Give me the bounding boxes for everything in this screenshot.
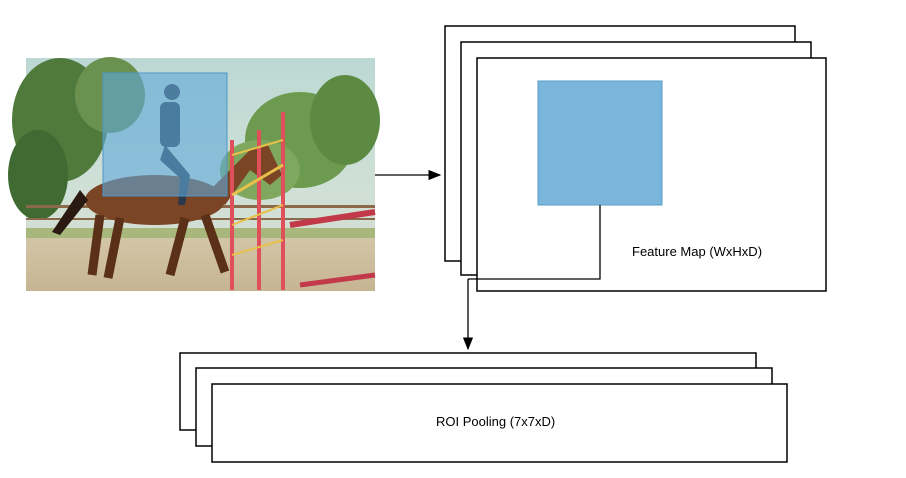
roi-pooling-layer [211,383,788,463]
feature-map-stack [444,25,827,292]
roi-pooling-stack [179,352,788,463]
roi-connector-line [468,205,601,280]
roi-on-feature-map [537,80,663,206]
roi-pooling-label: ROI Pooling (7x7xD) [436,414,556,429]
region-proposal-box [102,72,228,197]
feature-map-label: Feature Map (WxHxD) [632,244,763,259]
